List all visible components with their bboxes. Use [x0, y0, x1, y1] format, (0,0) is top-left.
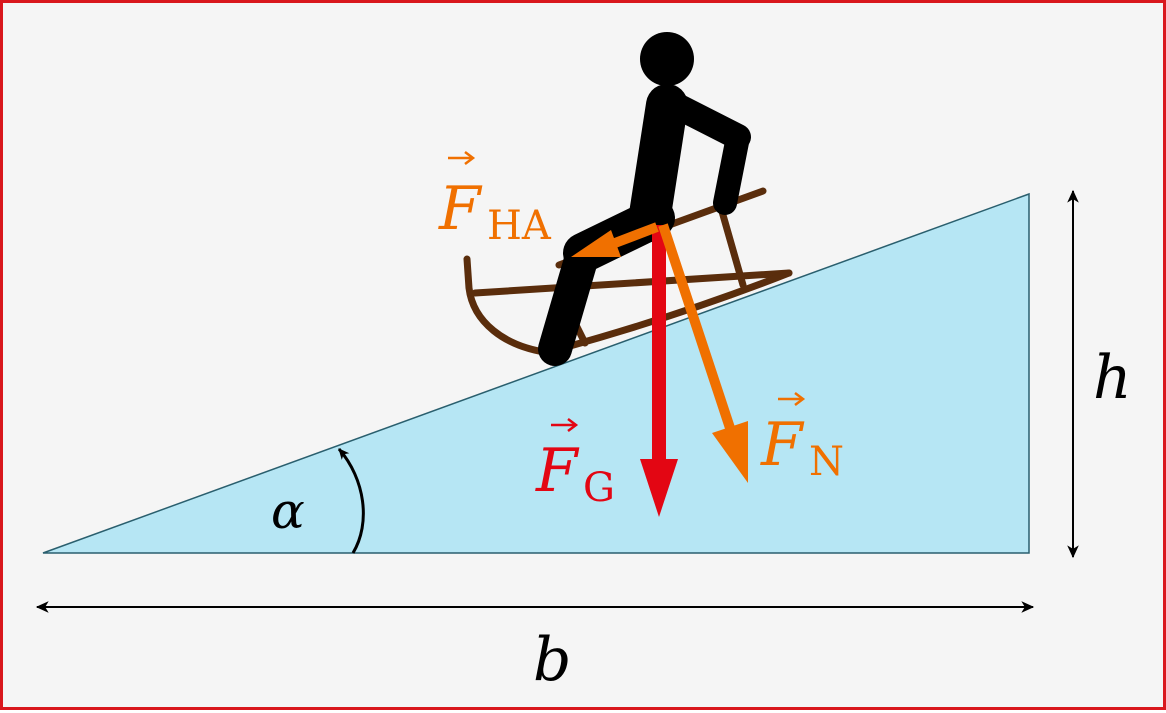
- svg-text:F: F: [438, 174, 483, 244]
- vector-arrow-icon: [448, 151, 476, 165]
- svg-text:F: F: [760, 410, 805, 480]
- base-label: b: [533, 625, 571, 695]
- slope-triangle: [42, 192, 1030, 554]
- downhill-force-label: F HA: [438, 151, 552, 249]
- diagram-canvas: α h b F: [35, 32, 1132, 695]
- gravity-force-arrow: [640, 225, 678, 517]
- normal-force-label: F N: [760, 392, 844, 485]
- svg-text:G: G: [583, 465, 615, 511]
- angle-arc: [337, 448, 365, 554]
- gravity-force-label: F G: [535, 418, 615, 511]
- vector-arrow-icon: [551, 418, 579, 432]
- downhill-force-arrow: [571, 222, 659, 257]
- svg-text:HA: HA: [487, 203, 552, 249]
- height-label: h: [1093, 343, 1132, 413]
- svg-text:N: N: [809, 439, 844, 485]
- vector-arrow-icon: [778, 392, 806, 406]
- person-icon: [538, 32, 751, 366]
- svg-text:F: F: [535, 436, 580, 506]
- angle-label: α: [271, 482, 305, 540]
- normal-force-arrow: [658, 223, 748, 483]
